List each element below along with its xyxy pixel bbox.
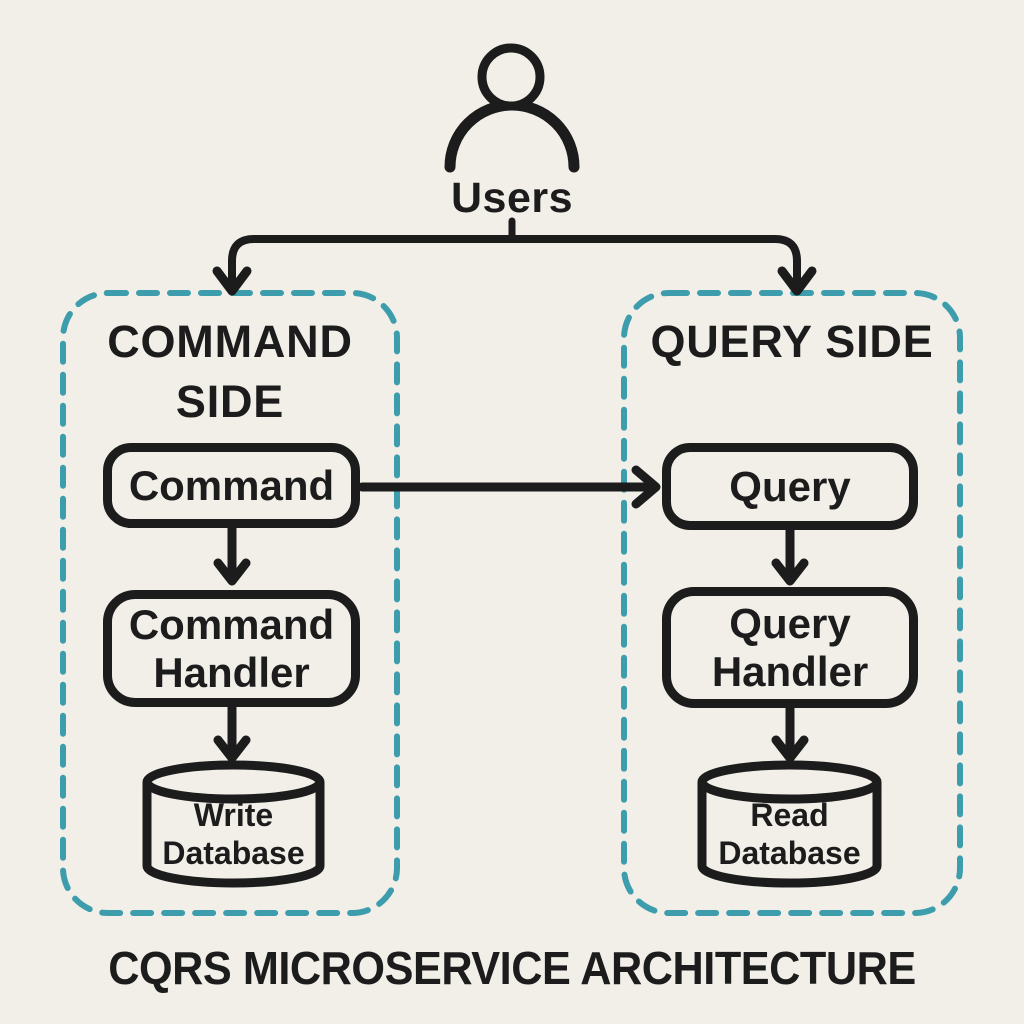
read-database-label: Read Database bbox=[718, 797, 861, 871]
users-split-connector bbox=[212, 217, 817, 296]
write-database-cylinder bbox=[142, 760, 325, 888]
query-handler-node-label: Query Handler bbox=[711, 599, 869, 695]
query-side-dashed-boundary bbox=[621, 290, 963, 916]
diagram-title: CQRS MICROSERVICE ARCHITECTURE bbox=[108, 942, 916, 994]
command-node-label: Command bbox=[128, 461, 335, 509]
write-database-label: Write Database bbox=[162, 797, 305, 871]
handler-to-write-db-arrow bbox=[213, 702, 251, 763]
command-side-title: COMMAND SIDE bbox=[107, 316, 353, 428]
handler-to-read-db-arrow bbox=[771, 703, 809, 763]
command-handler-node-label: Command Handler bbox=[128, 600, 335, 696]
query-to-handler-arrow bbox=[771, 525, 809, 586]
users-to-query-arrowhead bbox=[777, 266, 817, 296]
command-to-query-arrow bbox=[357, 465, 661, 509]
command-node: Command bbox=[103, 443, 360, 528]
user-icon bbox=[444, 43, 580, 173]
query-handler-node: Query Handler bbox=[662, 587, 918, 708]
users-to-command-arrowhead bbox=[212, 266, 252, 296]
read-database-cylinder bbox=[697, 760, 882, 888]
command-handler-node: Command Handler bbox=[103, 590, 360, 707]
users-label: Users bbox=[450, 174, 574, 222]
command-to-handler-arrow bbox=[213, 523, 251, 586]
query-node-label: Query bbox=[729, 462, 851, 510]
query-side-title: QUERY SIDE bbox=[650, 316, 934, 367]
query-node: Query bbox=[662, 443, 918, 530]
